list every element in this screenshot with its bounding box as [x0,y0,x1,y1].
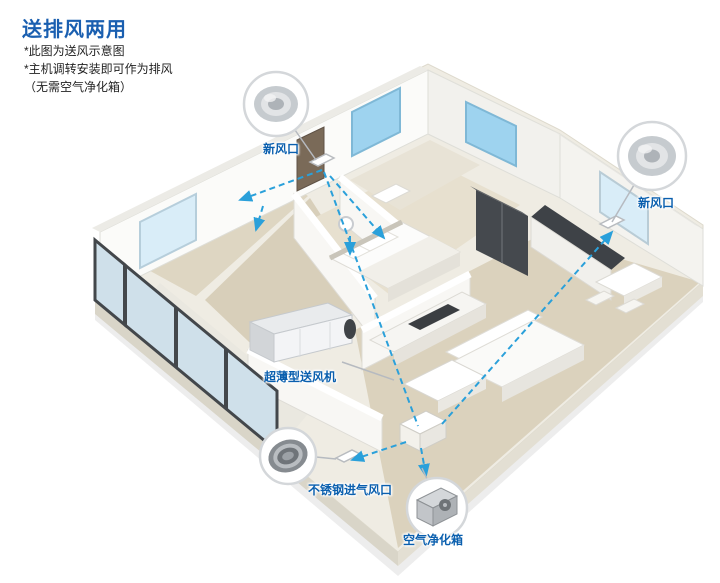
air-purifier-box-callout [405,476,469,540]
note-line-1: *此图为送风示意图 [24,44,125,58]
sofa [444,309,586,402]
duct-flow-lines [238,169,614,478]
dining-table [584,262,664,314]
header-notes: *此图为送风示意图 *主机调转安装即可作为排风 （无需空气净化箱） [24,42,173,96]
duct-line [253,205,266,232]
note-line-2: *主机调转安装即可作为排风 [24,62,173,76]
label-slim-supply-fan: 超薄型送风机 [263,370,337,384]
page-title: 送排风两用 [22,19,127,41]
skylight-window-right [465,100,517,168]
label-fresh-air-vent-right: 新风口 [637,196,675,210]
bed [328,219,462,302]
stainless-intake-vent-callout [258,426,318,486]
fresh-air-vent-left-callout [242,70,310,138]
window-left-wall [139,192,197,270]
washstand [370,183,412,204]
note-line-3: （无需空气净化箱） [24,80,133,94]
wardrobe [470,186,528,276]
kitchen-counter [530,205,625,301]
wall-vent [308,153,336,167]
duct-line [238,169,323,202]
tv-console [368,291,488,366]
duct-line [329,175,386,240]
chair [584,290,616,306]
callout-leaders [294,129,635,480]
label-fresh-air-vent-left: 新风口 [262,142,300,156]
slim-supply-fan-image [248,302,356,363]
fresh-air-vent-right-callout [616,120,688,192]
label-air-purifier-box: 空气净化箱 [402,533,464,547]
tv [408,304,460,330]
duct-line [417,447,430,478]
intake-duct-box [398,410,448,452]
label-stainless-intake-vent: 不锈钢进气风口 [307,483,393,497]
duct-line [441,230,614,425]
coffee-table [402,359,488,413]
window-right-wall [599,170,649,246]
chair [614,298,646,314]
skylight-window-left [351,86,401,158]
duct-line [323,171,419,427]
furniture [308,153,664,463]
